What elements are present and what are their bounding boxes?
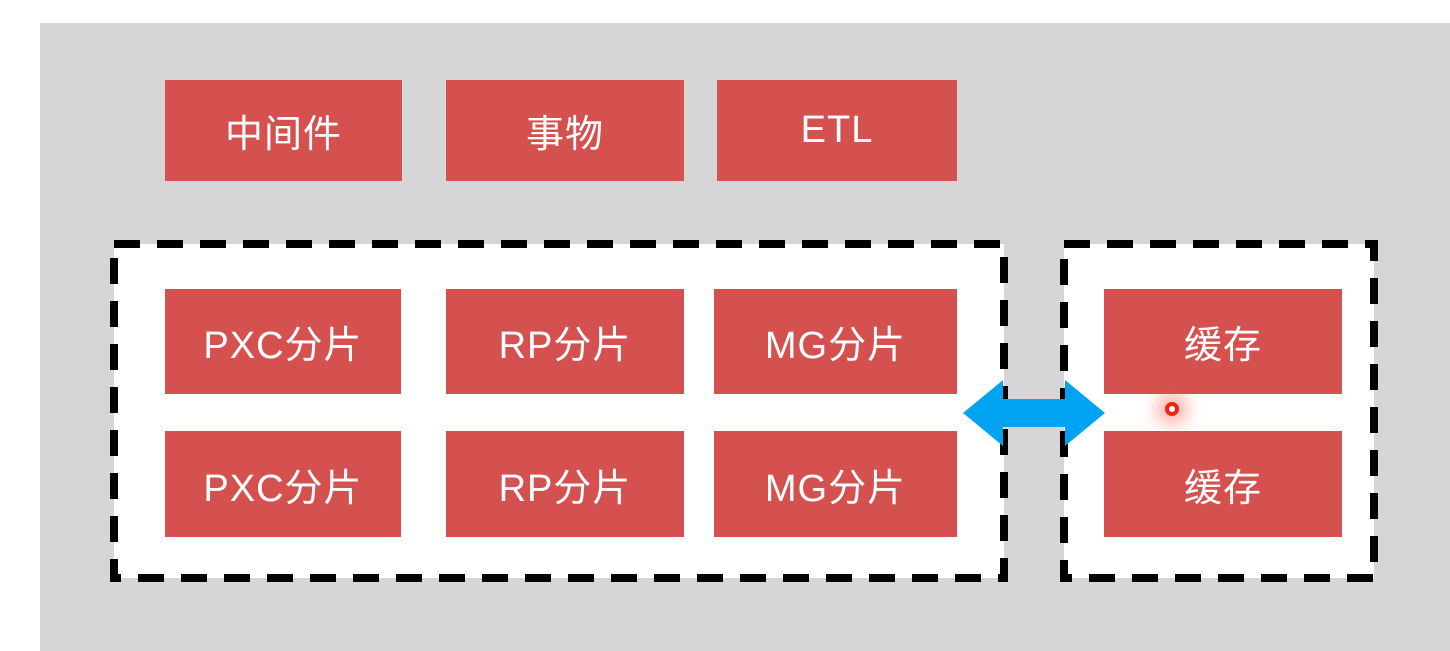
node-rp-shard-2: RP分片 bbox=[446, 431, 684, 537]
cursor-click-indicator-icon bbox=[1165, 402, 1179, 416]
node-rp-shard-1: RP分片 bbox=[446, 289, 684, 394]
node-pxc-shard-2: PXC分片 bbox=[165, 431, 401, 537]
node-transaction: 事物 bbox=[446, 80, 684, 181]
node-pxc-shard-1: PXC分片 bbox=[165, 289, 401, 394]
node-cache-1: 缓存 bbox=[1104, 289, 1342, 394]
node-mg-shard-2: MG分片 bbox=[714, 431, 957, 537]
node-cache-2: 缓存 bbox=[1104, 431, 1342, 537]
node-etl: ETL bbox=[717, 80, 957, 181]
bidirectional-arrow-icon bbox=[963, 380, 1105, 446]
node-middleware: 中间件 bbox=[165, 80, 402, 181]
node-mg-shard-1: MG分片 bbox=[714, 289, 957, 394]
